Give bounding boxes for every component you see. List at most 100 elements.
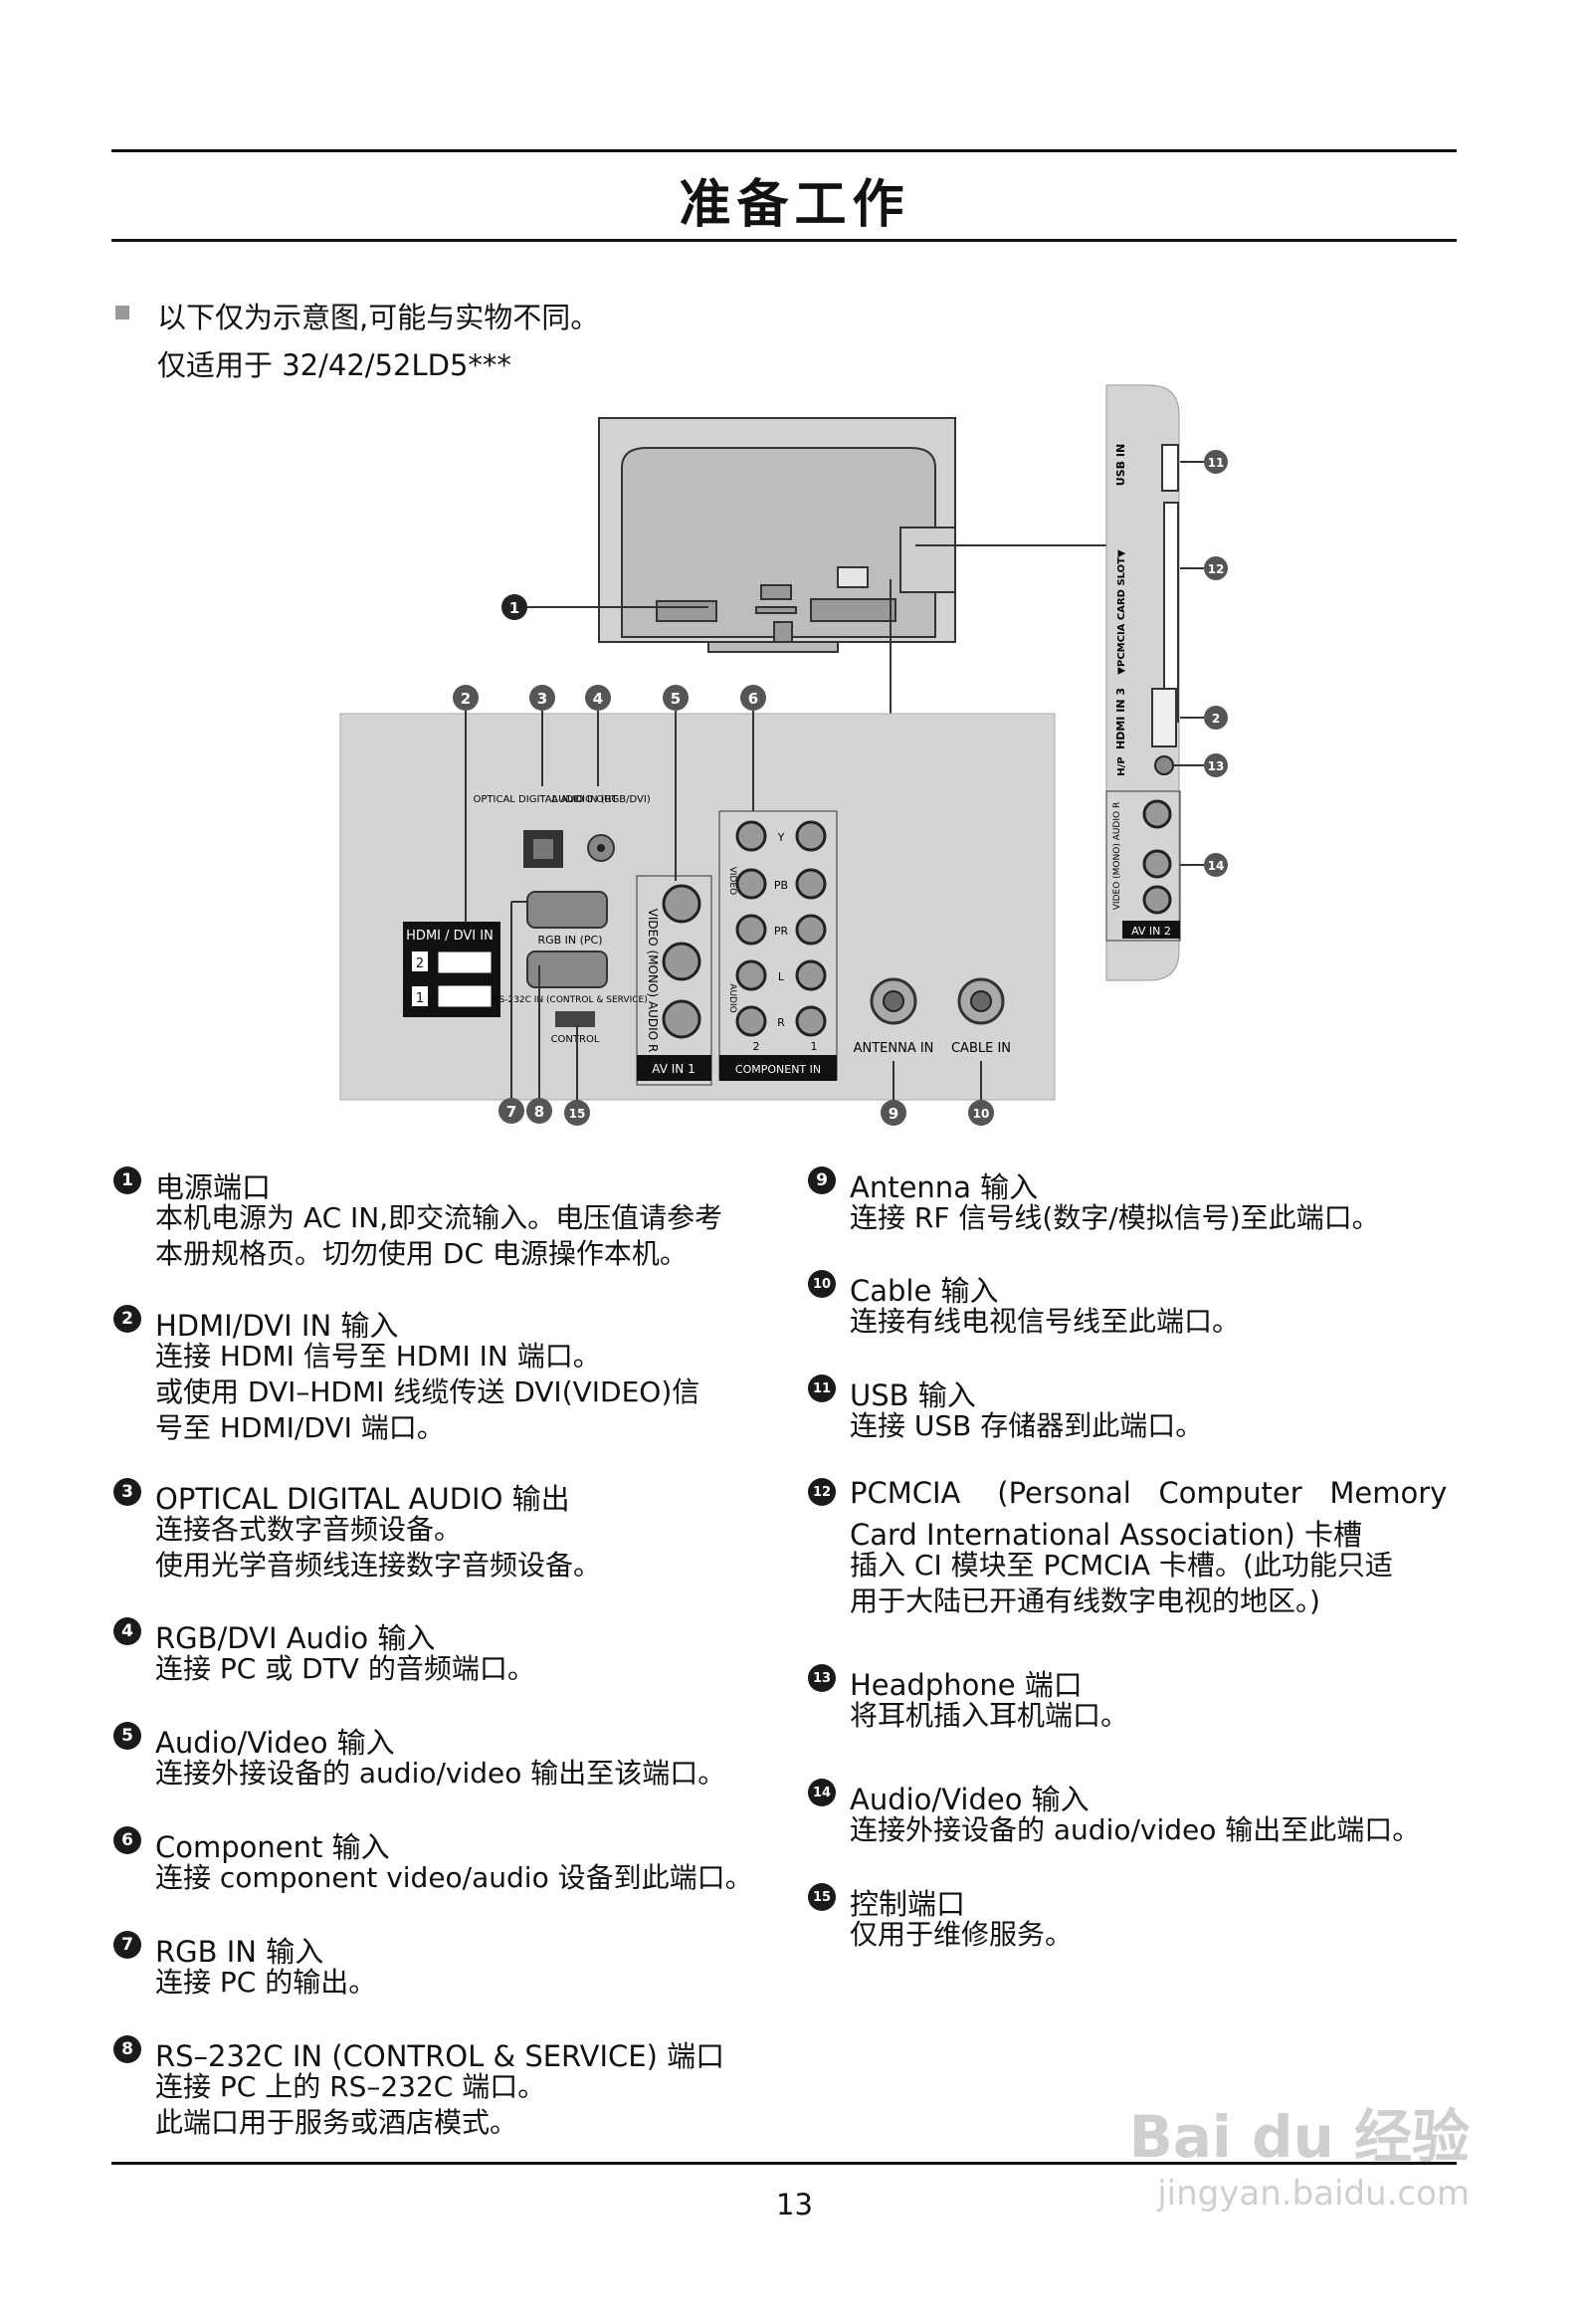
item-description: 连接 PC 的输出。 bbox=[155, 1966, 377, 1999]
component-y-label: Y bbox=[777, 831, 785, 844]
callout-15-label: 15 bbox=[569, 1107, 586, 1121]
av-in-1-label: AV IN 1 bbox=[652, 1062, 695, 1076]
item-heading: OPTICAL DIGITAL AUDIO 输出 bbox=[155, 1482, 570, 1516]
callout-11-label: 11 bbox=[1208, 456, 1225, 470]
callout-3-icon bbox=[529, 685, 555, 711]
top-rule bbox=[111, 149, 1457, 152]
item-number-icon: 7 bbox=[113, 1931, 141, 1959]
item-heading: Cable 输入 bbox=[850, 1274, 999, 1308]
callout-13-label: 13 bbox=[1208, 759, 1225, 773]
item-description: 连接 HDMI 信号至 HDMI IN 端口。 或使用 DVI–HDMI 线缆传… bbox=[155, 1340, 700, 1444]
tv-back-illustration bbox=[598, 417, 956, 653]
left-item-3: 3 OPTICAL DIGITAL AUDIO 输出 连接各式数字音频设备。 使… bbox=[113, 1476, 790, 1585]
item-description: 连接外接设备的 audio/video 输出至此端口。 bbox=[850, 1813, 1421, 1846]
item-number-icon: 15 bbox=[808, 1883, 836, 1911]
note-line-1: 以下仅为示意图,可能与实物不同。 bbox=[157, 301, 600, 334]
item-heading: Audio/Video 输入 bbox=[850, 1783, 1090, 1816]
right-item-12: 12 PCMCIA (Personal Computer Memory Card… bbox=[808, 1476, 1465, 1625]
item-heading: 控制端口 bbox=[850, 1887, 966, 1921]
callout-7-icon bbox=[498, 1098, 524, 1124]
callout-8-icon bbox=[526, 1098, 552, 1124]
item-heading: Antenna 输入 bbox=[850, 1170, 1039, 1204]
item-description: 连接各式数字音频设备。 使用光学音频线连接数字音频设备。 bbox=[155, 1513, 602, 1582]
callout-13-icon bbox=[1204, 753, 1228, 777]
note-line-2: 仅适用于 32/42/52LD5*** bbox=[157, 348, 511, 382]
item-description: 连接有线电视信号线至此端口。 bbox=[850, 1305, 1241, 1338]
optical-label: OPTICAL DIGITAL AUDIO OUT bbox=[474, 794, 619, 805]
callout-4-label: 4 bbox=[593, 690, 603, 708]
component-audio-label: AUDIO bbox=[727, 983, 737, 1012]
callout-9-label: 9 bbox=[889, 1105, 898, 1123]
item-description: 将耳机插入耳机端口。 bbox=[850, 1699, 1129, 1732]
left-item-4: 4 RGB/DVI Audio 输入 连接 PC 或 DTV 的音频端口。 bbox=[113, 1615, 790, 1695]
component-pr-label: PR bbox=[774, 925, 789, 938]
antenna-in-label: ANTENNA IN bbox=[854, 1041, 934, 1056]
page-title: 准备工作 bbox=[679, 175, 910, 235]
item-description: 连接 component video/audio 设备到此端口。 bbox=[155, 1861, 753, 1894]
pcmcia-label: ▼PCMCIA CARD SLOT▼ bbox=[1116, 549, 1127, 675]
callout-1-icon bbox=[501, 594, 527, 620]
left-item-2: 2 HDMI/DVI IN 输入 连接 HDMI 信号至 HDMI IN 端口。… bbox=[113, 1303, 790, 1452]
item-heading: 电源端口 bbox=[155, 1170, 272, 1204]
page-number: 13 bbox=[776, 2188, 813, 2221]
callout-10-icon bbox=[968, 1100, 994, 1126]
rgb-in-label: RGB IN (PC) bbox=[537, 934, 602, 947]
left-item-1: 1 电源端口 本机电源为 AC IN,即交流输入。电压值请参考 本册规格页。切勿… bbox=[113, 1164, 790, 1274]
title-rule bbox=[111, 239, 1457, 242]
hdmi-port-2-label: 2 bbox=[416, 956, 424, 971]
item-heading: Headphone 端口 bbox=[850, 1668, 1083, 1702]
av-in-2-side-label: VIDEO (MONO) AUDIO R bbox=[1112, 802, 1122, 910]
callout-12-label: 12 bbox=[1208, 562, 1225, 576]
left-item-6: 6 Component 输入 连接 component video/audio … bbox=[113, 1824, 790, 1904]
side-connector-panel: USB IN ▼PCMCIA CARD SLOT▼ HDMI IN 3 H/P … bbox=[1105, 384, 1181, 981]
item-description: 连接 RF 信号线(数字/模拟信号)至此端口。 bbox=[850, 1201, 1380, 1234]
component-2-label: 2 bbox=[753, 1040, 760, 1053]
right-item-15: 15 控制端口 仅用于维修服务。 bbox=[808, 1881, 1465, 1961]
item-number-icon: 13 bbox=[808, 1664, 836, 1692]
usb-in-label: USB IN bbox=[1114, 444, 1127, 486]
av-in-1-side-label: VIDEO (MONO) AUDIO R bbox=[646, 909, 660, 1053]
left-item-8: 8 RS–232C IN (CONTROL & SERVICE) 端口 连接 P… bbox=[113, 2033, 790, 2143]
component-r-label: R bbox=[777, 1016, 785, 1029]
right-item-11: 11 USB 输入 连接 USB 存储器到此端口。 bbox=[808, 1373, 1465, 1452]
item-description: 连接 USB 存储器到此端口。 bbox=[850, 1409, 1204, 1442]
item-number-icon: 8 bbox=[113, 2035, 141, 2063]
callout-2b-icon bbox=[1204, 706, 1228, 730]
component-video-label: VIDEO bbox=[727, 867, 737, 896]
item-description: 本机电源为 AC IN,即交流输入。电压值请参考 本册规格页。切勿使用 DC 电… bbox=[155, 1201, 723, 1270]
note-bullet-icon bbox=[115, 306, 129, 319]
right-item-10: 10 Cable 输入 连接有线电视信号线至此端口。 bbox=[808, 1268, 1465, 1348]
callout-5-icon bbox=[663, 685, 689, 711]
connector-panel: HDMI / DVI IN 2 1 OPTICAL DIGITAL AUDIO … bbox=[339, 713, 1056, 1101]
callout-5-label: 5 bbox=[671, 690, 681, 708]
av-in-2-label: AV IN 2 bbox=[1131, 925, 1171, 938]
callout-8-label: 8 bbox=[534, 1103, 544, 1121]
item-heading-line-2: Card International Association) 卡槽 bbox=[850, 1518, 1363, 1552]
item-heading: Component 输入 bbox=[155, 1830, 390, 1864]
left-item-7: 7 RGB IN 输入 连接 PC 的输出。 bbox=[113, 1929, 790, 2008]
item-number-icon: 6 bbox=[113, 1826, 141, 1854]
hdmi-in-3-label: HDMI IN 3 bbox=[1114, 688, 1127, 749]
cable-in-label: CABLE IN bbox=[951, 1041, 1011, 1056]
right-item-14: 14 Audio/Video 输入 连接外接设备的 audio/video 输出… bbox=[808, 1777, 1485, 1856]
callout-9-icon bbox=[881, 1100, 906, 1126]
item-description: 连接 PC 上的 RS–232C 端口。 此端口用于服务或酒店模式。 bbox=[155, 2070, 546, 2139]
hdmi-port-1-label: 1 bbox=[416, 991, 424, 1006]
hp-label: H/P bbox=[1116, 756, 1127, 775]
callout-2-icon bbox=[453, 685, 479, 711]
watermark-url: jingyan.baidu.com bbox=[1157, 2174, 1470, 2214]
audio-in-label: AUDIO IN (RGB/DVI) bbox=[551, 794, 651, 805]
callout-14-icon bbox=[1204, 853, 1228, 877]
callout-2-label: 2 bbox=[461, 690, 471, 708]
callout-7-label: 7 bbox=[506, 1103, 516, 1121]
item-heading: PCMCIA (Personal Computer Memory bbox=[850, 1476, 1448, 1510]
callout-14-label: 14 bbox=[1208, 859, 1225, 873]
item-number-icon: 10 bbox=[808, 1270, 836, 1298]
component-1-label: 1 bbox=[811, 1040, 818, 1053]
component-l-label: L bbox=[778, 970, 785, 983]
callout-10-label: 10 bbox=[973, 1107, 990, 1121]
item-number-icon: 14 bbox=[808, 1779, 836, 1806]
control-label: CONTROL bbox=[551, 1034, 600, 1045]
callout-11-icon bbox=[1204, 450, 1228, 474]
item-number-icon: 3 bbox=[113, 1478, 141, 1506]
